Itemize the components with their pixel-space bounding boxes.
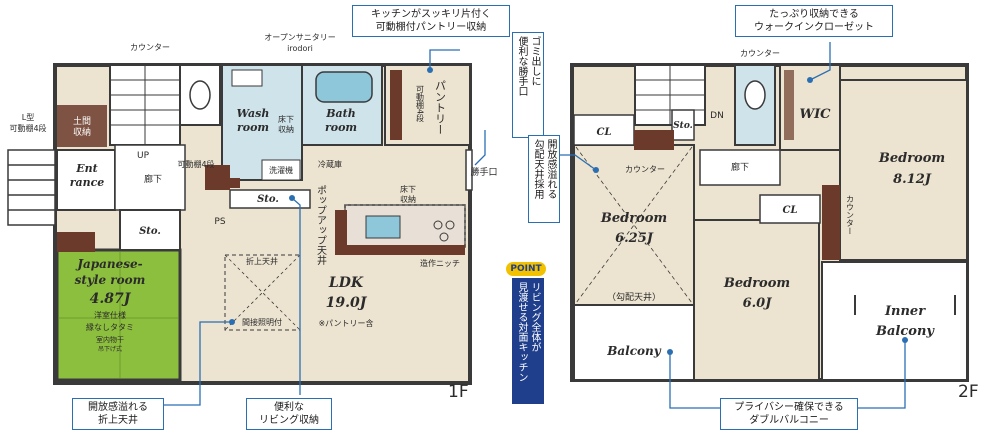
underfloor-1: 床下収納 bbox=[278, 114, 294, 134]
pantry-label: パントリー bbox=[434, 80, 447, 135]
living-storage bbox=[229, 189, 311, 209]
bed1-note: （勾配天井） bbox=[607, 291, 661, 303]
japanese-room bbox=[55, 248, 182, 382]
callout-living-storage: 便利な リビング収納 bbox=[246, 398, 332, 430]
open-sanitary-1: オープンサニタリー bbox=[264, 33, 336, 42]
inner-balcony bbox=[821, 261, 968, 381]
bath-1: Bath bbox=[325, 107, 356, 120]
point-badge: POINT bbox=[506, 262, 546, 276]
open-sanitary-2: irodori bbox=[287, 44, 313, 53]
hallway-1f bbox=[114, 144, 186, 211]
wash-2: room bbox=[237, 121, 269, 134]
storage-label-2f: Sto. bbox=[673, 121, 693, 131]
ldk-name: LDK bbox=[328, 275, 364, 291]
japanese-size: 4.87J bbox=[90, 291, 132, 307]
ldk-size: 19.0J bbox=[326, 295, 368, 311]
floor2-label: 2F bbox=[958, 382, 979, 402]
doma-line2: 収納 bbox=[73, 126, 91, 138]
hall-label-1f: 廊下 bbox=[144, 173, 162, 185]
entrance-steps bbox=[7, 149, 56, 226]
washer-label: 洗濯機 bbox=[269, 165, 293, 175]
doma-label: 土間収納 bbox=[73, 115, 91, 138]
entrance bbox=[56, 149, 116, 211]
counter-label-2f-b: カウンター bbox=[625, 165, 665, 174]
japanese-name-2: style room bbox=[75, 273, 146, 287]
bed2-name: Bedroom bbox=[723, 276, 790, 291]
japanese-note-3: 室内物干 bbox=[96, 335, 124, 344]
point-text: リビング全体が 見渡せる対面キッチン bbox=[512, 278, 544, 404]
wash-1: Wash bbox=[237, 107, 270, 120]
balcony bbox=[573, 304, 695, 381]
floor1-plan bbox=[7, 63, 473, 385]
bed3-name: Bedroom bbox=[878, 151, 945, 166]
cl1-label: CL bbox=[597, 127, 612, 138]
callout-sloped-ceiling: 開放感溢れる 勾配天井採用 bbox=[528, 135, 560, 223]
popup-ceiling-label: ポップアップ天井 bbox=[315, 185, 327, 266]
kitchen-island bbox=[335, 204, 466, 255]
inner-balcony-2: Balcony bbox=[875, 324, 935, 339]
bed1-size: 6.25J bbox=[615, 231, 654, 246]
doma-line1: 土間 bbox=[73, 115, 91, 127]
wic-label: WIC bbox=[799, 107, 831, 122]
bath-2: room bbox=[325, 121, 357, 134]
folded-ceiling-label: 折上天井 bbox=[246, 256, 278, 266]
storage-1f bbox=[119, 209, 181, 251]
ps-label: PS bbox=[214, 217, 225, 227]
storage-label-1f: Sto. bbox=[139, 226, 161, 237]
l-shelf-2: 可動棚4段 bbox=[9, 123, 46, 133]
japanese-note-1: 洋室仕様 bbox=[94, 310, 126, 320]
balcony-label: Balcony bbox=[606, 344, 662, 358]
callout-folded-ceiling: 開放感溢れる 折上天井 bbox=[72, 398, 164, 430]
japanese-note-2: 縁なしタタミ bbox=[86, 322, 134, 332]
callout-dots bbox=[229, 67, 908, 355]
fridge-label: 冷蔵庫 bbox=[318, 159, 342, 169]
inner-balcony-1: Inner bbox=[884, 304, 926, 319]
japanese-name-1: Japanese- bbox=[75, 257, 142, 271]
floor1-label: 1F bbox=[448, 382, 469, 402]
shelf4-label: 可動棚4段 bbox=[177, 159, 214, 169]
japanese-note-4: 吊下げ式 bbox=[98, 345, 122, 353]
callout-kitchen-pantry: キッチンがスッキリ片付く 可動棚付パントリー収納 bbox=[352, 5, 510, 37]
entrance-1: Ent bbox=[75, 162, 97, 175]
entrance-2: rance bbox=[70, 176, 105, 189]
storage-2f bbox=[671, 109, 695, 141]
doma-storage bbox=[57, 105, 107, 147]
pantry-shelf-label: 可動棚4段 bbox=[416, 85, 425, 123]
up-label: UP bbox=[137, 151, 150, 161]
counter-label-1f: カウンター bbox=[130, 43, 170, 52]
bed2-size: 6.0J bbox=[743, 296, 773, 311]
callout-garbage-door: ゴミ出しに 便利な勝手口 bbox=[512, 32, 544, 138]
counter-label-2f-c: カウンター bbox=[846, 195, 855, 235]
bedroom-8-12 bbox=[839, 79, 968, 261]
hallway-2f bbox=[699, 149, 781, 186]
cl2-label: CL bbox=[783, 205, 798, 216]
indirect-light-label: 間接照明付 bbox=[242, 317, 282, 327]
niche-label: 造作ニッチ bbox=[420, 258, 460, 268]
callout-wic: たっぷり収納できる ウォークインクローゼット bbox=[735, 5, 893, 37]
service-door-label: 勝手口 bbox=[470, 166, 497, 178]
dn-label: DN bbox=[710, 111, 724, 121]
counter-label-2f-a: カウンター bbox=[740, 49, 780, 58]
closet-2 bbox=[759, 194, 821, 224]
callout-double-balcony: プライバシー確保できる ダブルバルコニー bbox=[720, 398, 858, 430]
l-shelf-1: L型 bbox=[22, 113, 34, 122]
hall-label-2f: 廊下 bbox=[731, 161, 749, 173]
bed1-name: Bedroom bbox=[600, 211, 667, 226]
bed3-size: 8.12J bbox=[893, 172, 932, 187]
japanese-closet bbox=[57, 232, 95, 252]
ldk-note: ※パントリー含 bbox=[318, 318, 373, 328]
storage-label-1f-b: Sto. bbox=[257, 194, 279, 205]
bedroom-6-0 bbox=[693, 219, 820, 381]
underfloor-2: 床下収納 bbox=[400, 184, 416, 204]
